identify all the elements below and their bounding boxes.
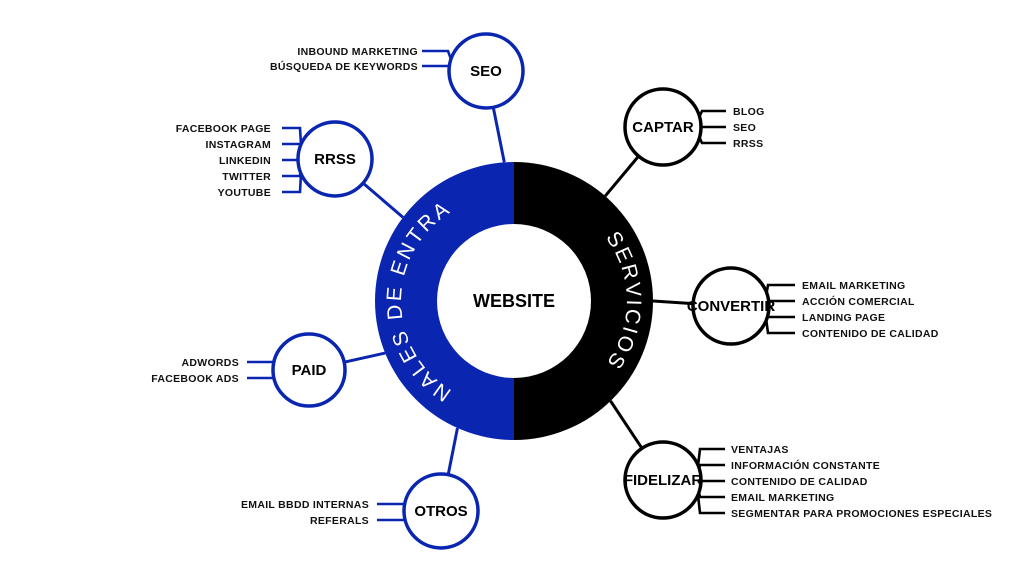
node-circle-seo bbox=[447, 32, 525, 110]
leaf-fidelizar-segmentar-para-promociones-especiales: SEGMENTAR PARA PROMOCIONES ESPECIALES bbox=[731, 508, 992, 520]
connector-fidelizar bbox=[609, 400, 644, 450]
node-title-otros: OTROS bbox=[414, 503, 467, 520]
leaf-fidelizar-contenido-de-calidad: CONTENIDO DE CALIDAD bbox=[731, 476, 868, 488]
node-title-paid: PAID bbox=[292, 362, 327, 379]
leaf-rrss-linkedin: LINKEDIN bbox=[219, 155, 271, 167]
connector-paid bbox=[343, 351, 386, 364]
leaf-rrss-facebook-page: FACEBOOK PAGE bbox=[176, 123, 271, 135]
branch-nodes: SEO RRSS PAID OTROS CAPTAR CONVERTIR FIDELIZAR bbox=[271, 32, 776, 550]
node-fidelizar: FIDELIZAR bbox=[623, 440, 703, 520]
leaf-line-email-marketing bbox=[764, 283, 795, 297]
leaf-otros-email-bbdd-internas: EMAIL BBDD INTERNAS bbox=[241, 499, 369, 511]
node-title-fidelizar: FIDELIZAR bbox=[624, 472, 702, 489]
website-core bbox=[437, 224, 591, 378]
leaf-captar-rrss: RRSS bbox=[733, 138, 763, 150]
leaf-line-email-marketing bbox=[696, 487, 725, 499]
leaf-paid-facebook-ads: FACEBOOK ADS bbox=[151, 373, 239, 385]
node-title-convertir: CONVERTIR bbox=[687, 298, 776, 315]
node-circle-fidelizar bbox=[623, 440, 703, 520]
node-otros: OTROS bbox=[402, 472, 480, 550]
website-title: WEBSITE bbox=[473, 291, 555, 311]
leaf-line-facebook-page bbox=[282, 126, 303, 146]
leaf-rrss-twitter: TWITTER bbox=[222, 171, 271, 183]
leaf-convertir-contenido-de-calidad: CONTENIDO DE CALIDAD bbox=[802, 328, 939, 340]
connector-convertir bbox=[652, 299, 694, 306]
leaf-line-rrss bbox=[696, 133, 726, 145]
leaf-paid-adwords: ADWORDS bbox=[181, 357, 239, 369]
leaf-rrss-youtube: YOUTUBE bbox=[218, 187, 271, 199]
node-circle-convertir bbox=[691, 266, 771, 346]
leaf-line-referals bbox=[377, 514, 409, 522]
leaf-labels: INBOUND MARKETING BÚSQUEDA DE KEYWORDS FAC… bbox=[151, 46, 992, 527]
leaf-convertir-email-marketing: EMAIL MARKETING bbox=[802, 280, 905, 292]
node-title-rrss: RRSS bbox=[314, 151, 356, 168]
leaf-captar-blog: BLOG bbox=[733, 106, 765, 118]
leaf-convertir-accion-comercial: ACCIÓN COMERCIAL bbox=[802, 295, 915, 308]
connector-seo bbox=[491, 106, 506, 163]
node-circle-paid bbox=[271, 332, 347, 408]
leaf-seo-busqueda-de-keywords: BÚSQUEDA DE KEYWORDS bbox=[270, 60, 418, 73]
leaf-line-ventajas bbox=[696, 447, 725, 467]
leaf-captar-seo: SEO bbox=[733, 122, 756, 134]
leaf-line-blog bbox=[696, 109, 726, 121]
node-circle-rrss bbox=[296, 120, 374, 198]
connector-captar bbox=[604, 155, 640, 198]
leaf-rrss-instagram: INSTAGRAM bbox=[206, 139, 272, 151]
leaf-line-contenido-de-calidad bbox=[764, 317, 795, 335]
connector-lines bbox=[343, 106, 694, 475]
node-captar: CAPTAR bbox=[623, 87, 703, 167]
node-paid: PAID bbox=[271, 332, 347, 408]
leaf-fidelizar-informacion-constante: INFORMACIÓN CONSTANTE bbox=[731, 459, 880, 472]
node-rrss: RRSS bbox=[296, 120, 374, 198]
node-circle-captar bbox=[623, 87, 703, 167]
leaf-line-youtube bbox=[282, 173, 303, 194]
node-title-seo: SEO bbox=[470, 63, 502, 80]
connector-otros bbox=[446, 427, 459, 475]
node-convertir: CONVERTIR bbox=[687, 266, 776, 346]
node-circle-otros bbox=[402, 472, 480, 550]
leaf-convertir-landing-page: LANDING PAGE bbox=[802, 312, 885, 324]
node-seo: SEO bbox=[447, 32, 525, 110]
leaf-line-segmentar-para-promociones-especiales bbox=[696, 494, 725, 515]
node-title-captar: CAPTAR bbox=[632, 119, 694, 136]
leaf-fidelizar-email-marketing: EMAIL MARKETING bbox=[731, 492, 834, 504]
connector-rrss bbox=[362, 181, 404, 219]
leaf-line-inbound-marketing bbox=[422, 49, 454, 63]
leaf-seo-inbound-marketing: INBOUND MARKETING bbox=[297, 46, 418, 58]
leaf-fidelizar-ventajas: VENTAJAS bbox=[731, 444, 789, 456]
leaf-otros-referals: REFERALS bbox=[310, 515, 369, 527]
